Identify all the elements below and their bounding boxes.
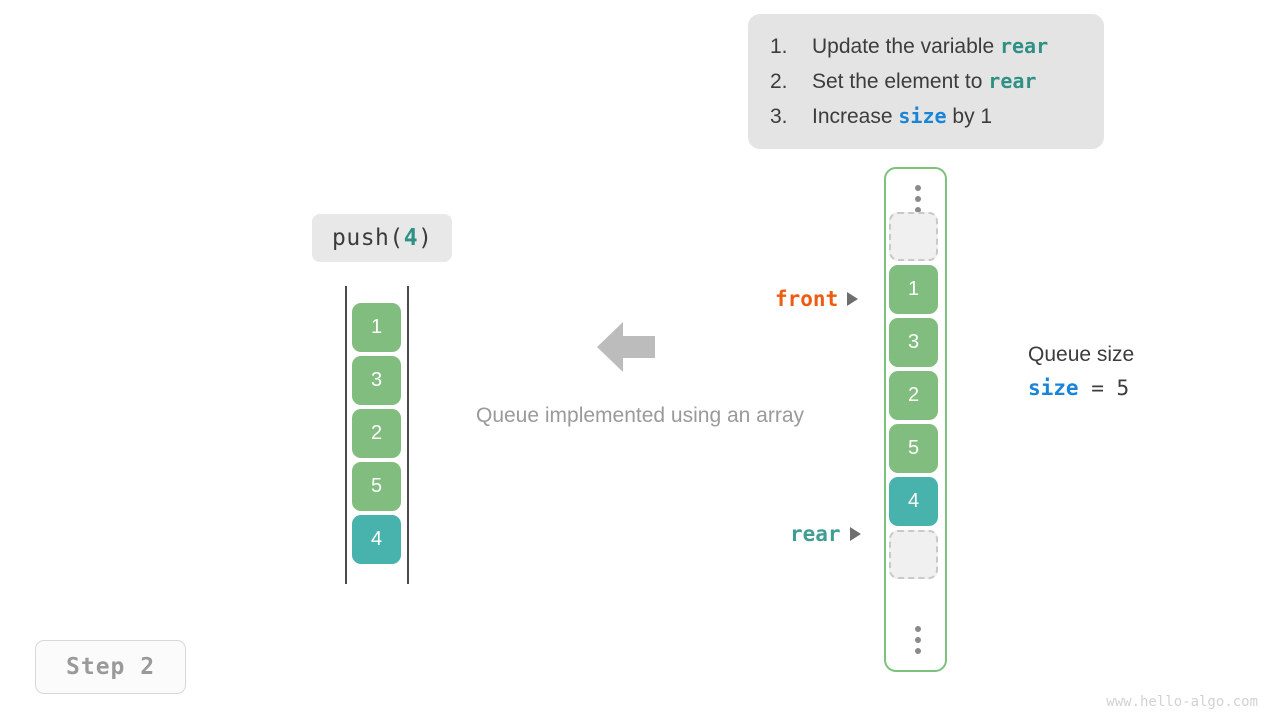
dot — [914, 637, 921, 643]
step-text: Update the variable rear — [812, 34, 1048, 59]
step-number: 1. — [770, 35, 788, 58]
array-cell: 5 — [352, 462, 401, 511]
dot — [914, 196, 921, 202]
diagram-caption: Queue implemented using an array — [475, 404, 805, 427]
size-operator: = — [1091, 376, 1104, 400]
rear-pointer: rear — [790, 522, 861, 546]
array-cell: 2 — [352, 409, 401, 458]
queue-cell-highlighted: 4 — [889, 477, 938, 526]
queue-cell: 2 — [889, 371, 938, 420]
step-item: 2. Set the element to rear — [770, 69, 1078, 94]
pointer-arrow-icon — [849, 527, 861, 541]
ellipsis-top-icon — [886, 185, 949, 213]
array-left-rail — [345, 286, 347, 584]
queue-cell: 5 — [889, 424, 938, 473]
left-arrow-icon — [597, 322, 655, 372]
front-pointer-label: front — [775, 287, 839, 311]
queue-size-block: Queue size size = 5 — [1028, 343, 1134, 400]
dot — [914, 185, 921, 191]
queue-size-expression: size = 5 — [1028, 376, 1134, 400]
dot — [914, 207, 921, 213]
dot — [914, 626, 921, 632]
queue-cell-list: 1 3 2 5 4 — [889, 212, 938, 579]
step-item: 1. Update the variable rear — [770, 34, 1078, 59]
step-number: 2. — [770, 70, 788, 93]
step-item: 3. Increase size by 1 — [770, 104, 1078, 129]
step-text: Increase size by 1 — [812, 104, 992, 129]
rear-pointer-label: rear — [790, 522, 841, 546]
ellipsis-bottom-icon — [886, 626, 949, 654]
array-cell: 1 — [352, 303, 401, 352]
queue-cell-empty — [889, 530, 938, 579]
step-code-token: rear — [999, 34, 1049, 58]
step-number: 3. — [770, 105, 788, 128]
watermark: www.hello-algo.com — [1106, 694, 1258, 710]
operation-badge: push(4) — [312, 214, 453, 262]
array-cell-highlighted: 4 — [352, 515, 401, 564]
operation-argument: 4 — [403, 225, 419, 251]
left-array: 1 3 2 5 4 — [345, 286, 409, 584]
queue-cell-empty — [889, 212, 938, 261]
step-badge: Step 2 — [35, 640, 187, 694]
step-text-post: by 1 — [946, 105, 993, 128]
operation-name: push( — [332, 225, 404, 251]
pointer-arrow-icon — [847, 292, 859, 306]
array-cell: 3 — [352, 356, 401, 405]
steps-callout: 1. Update the variable rear 2. Set the e… — [748, 14, 1104, 149]
step-text-pre: Set the element to — [812, 70, 989, 93]
step-text-pre: Increase — [812, 105, 899, 128]
front-pointer: front — [775, 287, 859, 311]
queue-cell: 1 — [889, 265, 938, 314]
queue-cell: 3 — [889, 318, 938, 367]
step-code-token: rear — [988, 69, 1037, 93]
step-code-token: size — [898, 104, 947, 128]
array-right-rail — [407, 286, 409, 584]
dot — [914, 648, 921, 654]
size-value: 5 — [1116, 376, 1130, 400]
operation-close-paren: ) — [418, 225, 433, 251]
step-text: Set the element to rear — [812, 69, 1036, 94]
queue-container: 1 3 2 5 4 — [884, 167, 947, 672]
array-cell-list: 1 3 2 5 4 — [352, 303, 401, 564]
step-text-pre: Update the variable — [812, 35, 1000, 58]
size-variable-name: size — [1028, 376, 1079, 400]
queue-size-title: Queue size — [1028, 343, 1135, 366]
